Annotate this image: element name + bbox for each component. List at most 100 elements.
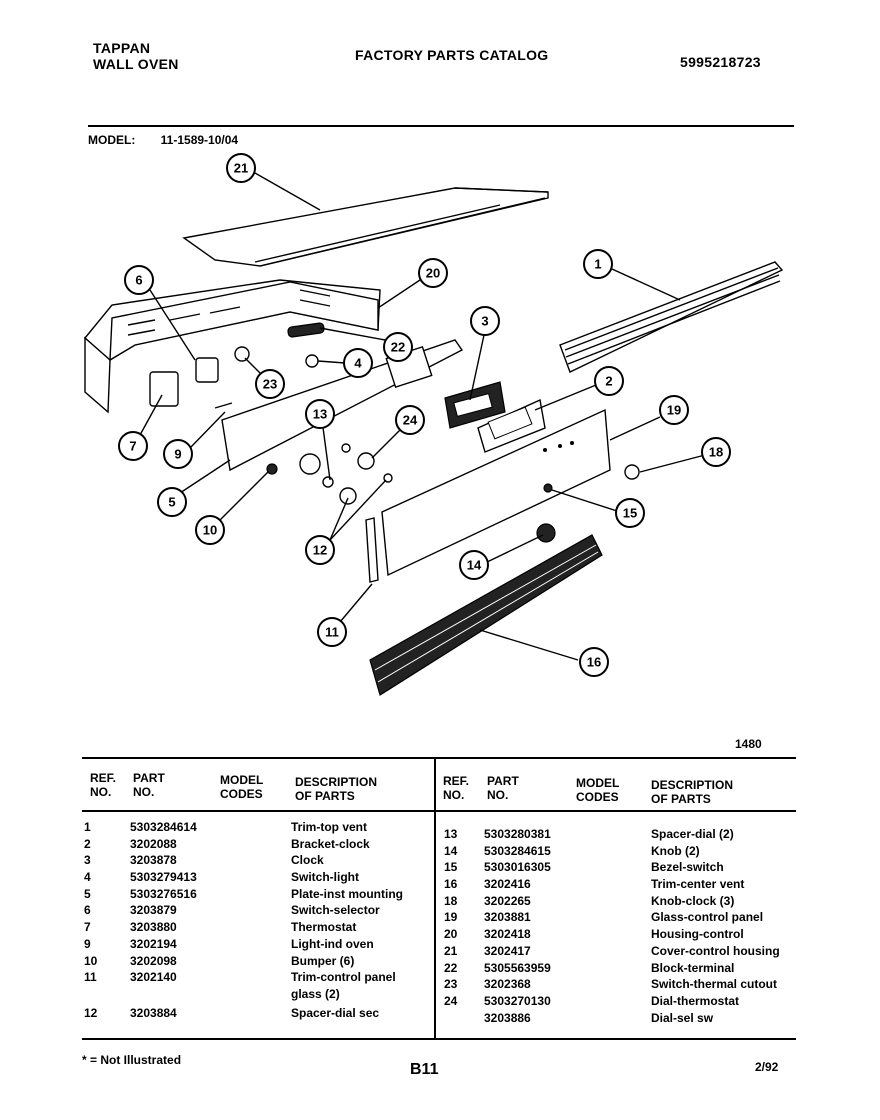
- svg-text:11: 11: [325, 625, 339, 640]
- callout-11: 11: [317, 617, 347, 647]
- catalog-title: FACTORY PARTS CATALOG: [355, 47, 549, 63]
- svg-text:19: 19: [667, 403, 681, 418]
- svg-text:23: 23: [263, 377, 277, 392]
- brand-line-2: WALL OVEN: [93, 56, 179, 72]
- svg-text:12: 12: [313, 543, 327, 558]
- svg-text:18: 18: [709, 445, 723, 460]
- callout-20: 20: [418, 258, 448, 288]
- brand-line-1: TAPPAN: [93, 40, 151, 56]
- small-parts: [149, 322, 640, 543]
- table-top-rule: [82, 757, 796, 759]
- clock-part: [444, 381, 506, 429]
- svg-text:14: 14: [467, 558, 482, 573]
- svg-text:5: 5: [168, 495, 175, 510]
- page-number: B11: [410, 1061, 439, 1078]
- svg-text:15: 15: [623, 506, 637, 521]
- callout-24: 24: [395, 405, 425, 435]
- header-rule: [88, 125, 794, 127]
- callout-6: 6: [124, 265, 154, 295]
- svg-text:24: 24: [403, 413, 418, 428]
- plate-inst-mounting-part: [221, 339, 464, 472]
- svg-text:10: 10: [203, 523, 217, 538]
- callout-13: 13: [305, 399, 335, 429]
- svg-text:7: 7: [129, 439, 136, 454]
- not-illustrated-note: * = Not Illustrated: [82, 1053, 182, 1067]
- callout-16: 16: [579, 647, 609, 677]
- svg-text:6: 6: [135, 273, 142, 288]
- callout-9: 9: [163, 439, 193, 469]
- catalog-number: 5995218723: [680, 54, 761, 70]
- figure-number: 1480: [735, 737, 762, 751]
- revision-date: 2/92: [755, 1060, 779, 1074]
- callout-10: 10: [195, 515, 225, 545]
- callout-19: 19: [659, 395, 689, 425]
- svg-text:20: 20: [426, 266, 440, 281]
- svg-text:22: 22: [391, 340, 405, 355]
- svg-text:9: 9: [174, 447, 181, 462]
- model-row: MODEL: 11-1589-10/04: [88, 133, 238, 147]
- callout-14: 14: [459, 550, 489, 580]
- svg-text:2: 2: [605, 374, 612, 389]
- callout-1: 1: [583, 249, 613, 279]
- brand-name: TAPPAN WALL OVEN: [93, 40, 179, 72]
- glass-control-panel-part: [381, 408, 611, 577]
- table-row: glass (2): [291, 986, 340, 1001]
- left-header-ref: REF.NO.: [90, 771, 117, 799]
- callout-2: 2: [594, 366, 624, 396]
- svg-text:1: 1: [594, 257, 601, 272]
- right-header-ref: REF.NO.: [443, 774, 470, 802]
- leader-lines: [139, 172, 706, 661]
- callout-23: 23: [255, 369, 285, 399]
- table-header-rule: [82, 810, 796, 812]
- bracket-clock-part: [477, 398, 546, 453]
- trim-control-panel-glass-part: [365, 517, 379, 583]
- trim-center-vent-part: [369, 534, 603, 696]
- callout-21: 21: [226, 153, 256, 183]
- svg-text:13: 13: [313, 407, 327, 422]
- svg-text:3: 3: [481, 314, 488, 329]
- callout-3: 3: [470, 306, 500, 336]
- svg-text:21: 21: [234, 161, 248, 176]
- exploded-parts-diagram: 21 1 6 20 3 22 4 23 2 19 7 13 24 18 9 5 …: [84, 153, 784, 696]
- trim-top-vent-part: [559, 261, 784, 373]
- callout-15: 15: [615, 498, 645, 528]
- callout-12: 12: [305, 535, 335, 565]
- callout-22: 22: [383, 332, 413, 362]
- callout-7: 7: [118, 431, 148, 461]
- table-center-divider: [434, 757, 436, 1040]
- callout-4: 4: [343, 348, 373, 378]
- model-number: 11-1589-10/04: [160, 133, 239, 147]
- table-bottom-rule: [82, 1038, 796, 1040]
- callout-18: 18: [701, 437, 731, 467]
